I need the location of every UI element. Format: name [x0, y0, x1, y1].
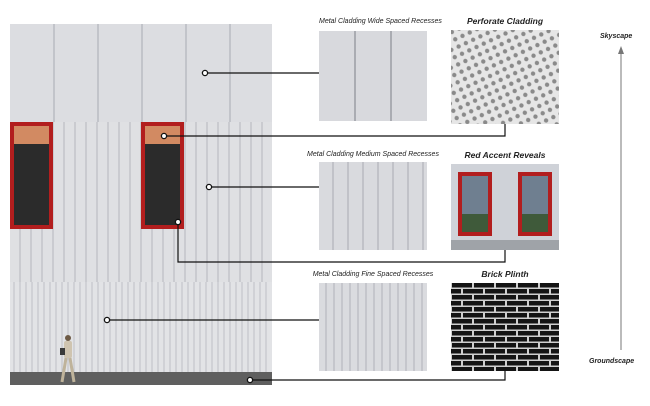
- swatch-fine-recesses: [319, 283, 427, 371]
- swatch-medium-recesses: [319, 162, 427, 250]
- axis-label-skyscape: Skyscape: [600, 33, 633, 40]
- window-left-glow: [14, 126, 49, 144]
- window-right: [145, 144, 180, 225]
- swatch-red-accent-reveals: [451, 164, 559, 250]
- window-left: [14, 144, 49, 225]
- label-fine-recesses: Metal Cladding Fine Spaced Recesses: [312, 271, 434, 278]
- swatch-perforate-cladding: [451, 30, 559, 124]
- swatch-fine-lines: [325, 283, 423, 371]
- swatch-wide-recesses: [319, 31, 427, 121]
- swatch-brick-plinth: [451, 283, 559, 371]
- arrow-head-icon: [618, 46, 624, 54]
- facade-lower: [10, 282, 272, 372]
- pedestrian-figure: [60, 335, 76, 383]
- leader-lines: [107, 72, 506, 381]
- leader-dots: [103, 69, 254, 384]
- label-wide-recesses: Metal Cladding Wide Spaced Recesses: [319, 18, 442, 25]
- label-brick-plinth: Brick Plinth: [481, 269, 529, 279]
- fine-recess-lines: [13, 282, 267, 372]
- swatch-medium-lines: [332, 162, 424, 250]
- wide-recess-lines: [53, 24, 231, 122]
- label-red-accent-reveals: Red Accent Reveals: [464, 150, 546, 160]
- label-perforate-cladding: Perforate Cladding: [466, 16, 544, 26]
- facade-plinth: [10, 372, 272, 385]
- label-medium-recesses: Metal Cladding Medium Spaced Recesses: [307, 151, 439, 158]
- axis-label-groundscape: Groundscape: [589, 358, 635, 365]
